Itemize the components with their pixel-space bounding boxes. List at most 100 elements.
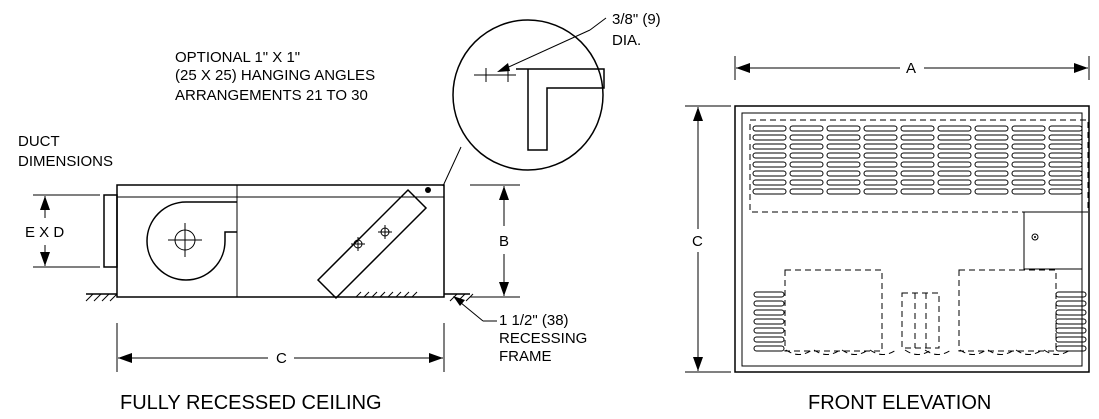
louver-slot (1048, 143, 1083, 150)
louver-slot (826, 179, 861, 186)
scallop (924, 349, 952, 355)
louver-slot (1048, 134, 1083, 141)
scallop (959, 349, 987, 355)
louver-slot (753, 300, 785, 307)
dimension-c-side (116, 323, 445, 372)
hanging-angles-line2: (25 X 25) HANGING ANGLES (175, 67, 375, 84)
louver-slot (1011, 143, 1046, 150)
side-view (33, 17, 607, 372)
louver-slot (789, 161, 824, 168)
recessing-frame-line1: 1 1/2" (38) (499, 312, 569, 329)
dia-label: DIA. (612, 32, 641, 49)
louver-slot (863, 161, 898, 168)
heater-box-left (784, 269, 883, 352)
louver-slot (937, 125, 972, 132)
louver-slot (900, 125, 935, 132)
front-inner-panel (741, 112, 1083, 367)
louver-slot (826, 152, 861, 159)
ceiling-inner-hatch (355, 291, 420, 298)
louver-slot (752, 170, 787, 177)
louver-slot (863, 188, 898, 195)
louver-slot (752, 125, 787, 132)
louver-slot (753, 345, 785, 352)
louver-slot (900, 179, 935, 186)
recessing-frame-line2: RECESSING (499, 330, 587, 347)
heater-element (316, 188, 428, 300)
louver-slot (753, 318, 785, 325)
louver-slot (752, 134, 787, 141)
louver-slot (753, 309, 785, 316)
scallop (785, 349, 813, 355)
side-view-title: FULLY RECESSED CEILING (120, 392, 382, 414)
louver-slot (900, 161, 935, 168)
louver-slot (974, 161, 1009, 168)
louver-slot (863, 152, 898, 159)
louver-slot (900, 143, 935, 150)
louver-slot (900, 152, 935, 159)
dimension-exd (33, 194, 100, 268)
louver-slot (789, 152, 824, 159)
scallop (987, 349, 1015, 355)
louver-slot (826, 170, 861, 177)
dimension-c-front (685, 105, 731, 373)
louver-slot (937, 152, 972, 159)
louver-slot (826, 143, 861, 150)
front-outer-frame (734, 105, 1090, 373)
recessing-frame-line3: FRAME (499, 348, 552, 365)
louver-slot (826, 134, 861, 141)
scallop (1043, 349, 1071, 355)
lower-louvers (753, 291, 1087, 352)
louver-slot (974, 170, 1009, 177)
louver-slot (789, 134, 824, 141)
louver-slot (937, 170, 972, 177)
housing-outline (116, 184, 445, 298)
bottom-scallops (785, 349, 1071, 355)
louver-slot (752, 152, 787, 159)
louver-slot (974, 179, 1009, 186)
louver-slot (752, 188, 787, 195)
dimension-a (734, 56, 1090, 80)
louver-slot (974, 143, 1009, 150)
louver-slot (937, 143, 972, 150)
louver-slot (863, 143, 898, 150)
louver-slot (826, 125, 861, 132)
louver-slot (1011, 179, 1046, 186)
louver-slot (1011, 152, 1046, 159)
louver-slot (1048, 188, 1083, 195)
ceiling-left (85, 293, 118, 302)
louver-slot (789, 143, 824, 150)
louver-slot (752, 143, 787, 150)
louver-slot (789, 179, 824, 186)
upper-louvers (752, 125, 1083, 195)
louver-slot (789, 170, 824, 177)
upper-grille-outline (749, 119, 1089, 213)
louver-slot (1055, 309, 1087, 316)
louver-slot (1048, 170, 1083, 177)
a-label: A (906, 60, 916, 77)
louver-slot (1055, 327, 1087, 334)
louver-slot (1048, 179, 1083, 186)
front-view-title: FRONT ELEVATION (808, 392, 991, 414)
dia-size-label: 3/8" (9) (612, 11, 661, 28)
louver-slot (789, 188, 824, 195)
louver-slot (1011, 188, 1046, 195)
scallop (869, 349, 897, 355)
heater-box-right (958, 269, 1057, 352)
louver-slot (937, 188, 972, 195)
louver-slot (826, 188, 861, 195)
duct-label-line1: DUCT (18, 133, 60, 150)
hanging-angle-dot (425, 187, 431, 193)
blower-icon (146, 201, 237, 281)
control-box (1023, 211, 1083, 270)
hanging-angles-line3: ARRANGEMENTS 21 TO 30 (175, 87, 368, 104)
heater-box-center (901, 292, 940, 349)
louver-slot (752, 161, 787, 168)
scallop (813, 349, 841, 355)
louver-slot (974, 125, 1009, 132)
louver-slot (937, 179, 972, 186)
louver-slot (752, 179, 787, 186)
louver-slot (789, 125, 824, 132)
louver-slot (974, 152, 1009, 159)
louver-slot (863, 125, 898, 132)
